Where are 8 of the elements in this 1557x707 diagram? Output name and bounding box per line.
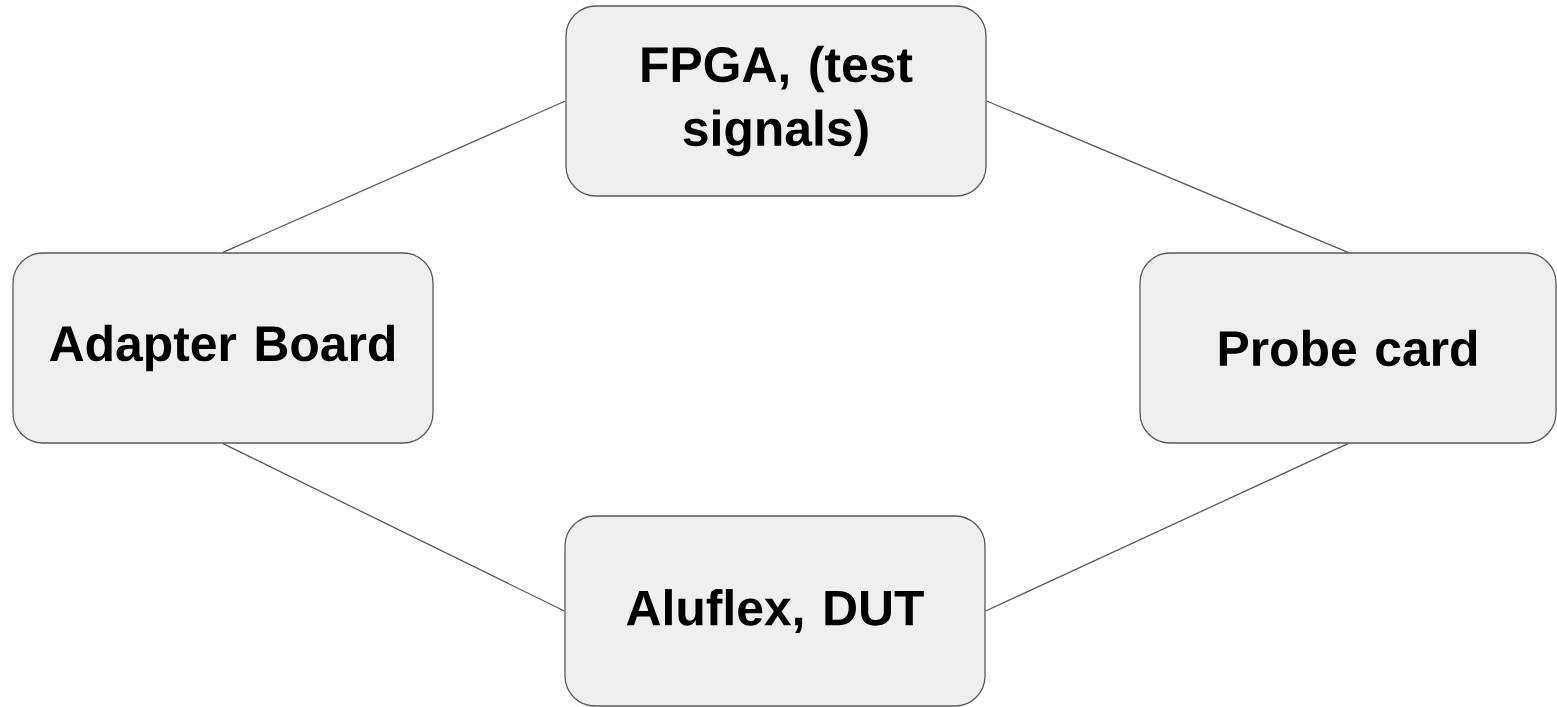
process-box: Adapter Board (12, 252, 434, 444)
connector-line (222, 100, 566, 253)
process-box: Aluflex, DUT (564, 515, 986, 707)
process-box: FPGA, (test signals) (565, 5, 987, 197)
connector-line (986, 100, 1349, 253)
connector-line (222, 443, 565, 612)
process-box: Probe card (1139, 252, 1557, 444)
connector-line (985, 443, 1349, 612)
